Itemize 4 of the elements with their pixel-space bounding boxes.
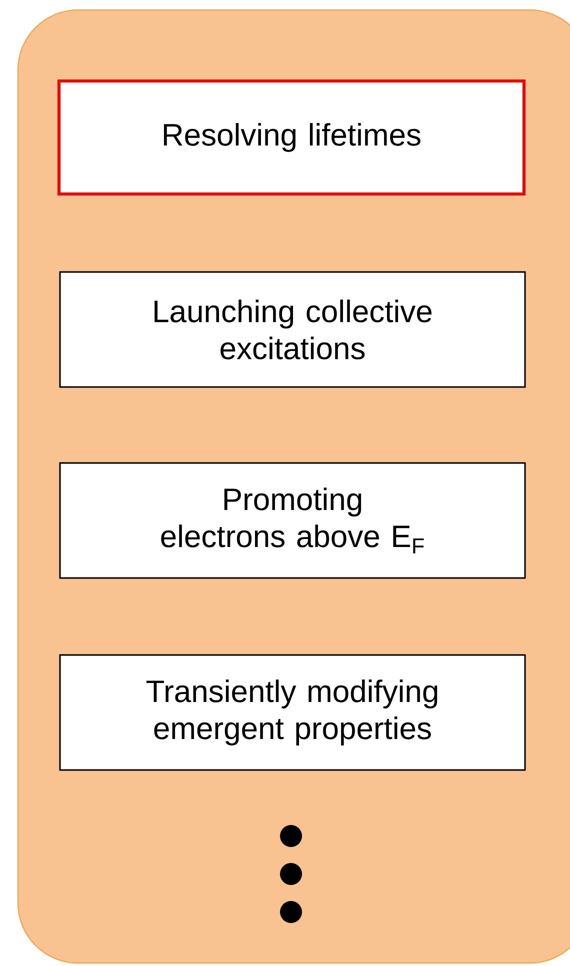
text-box: Promoting electrons above E$_{F}$ (59, 462, 526, 579)
text-box: Launching collective excitations (59, 271, 526, 388)
text-box: Transiently modifying emergent properties (59, 654, 526, 771)
text-box: Resolving lifetimes (58, 80, 526, 196)
